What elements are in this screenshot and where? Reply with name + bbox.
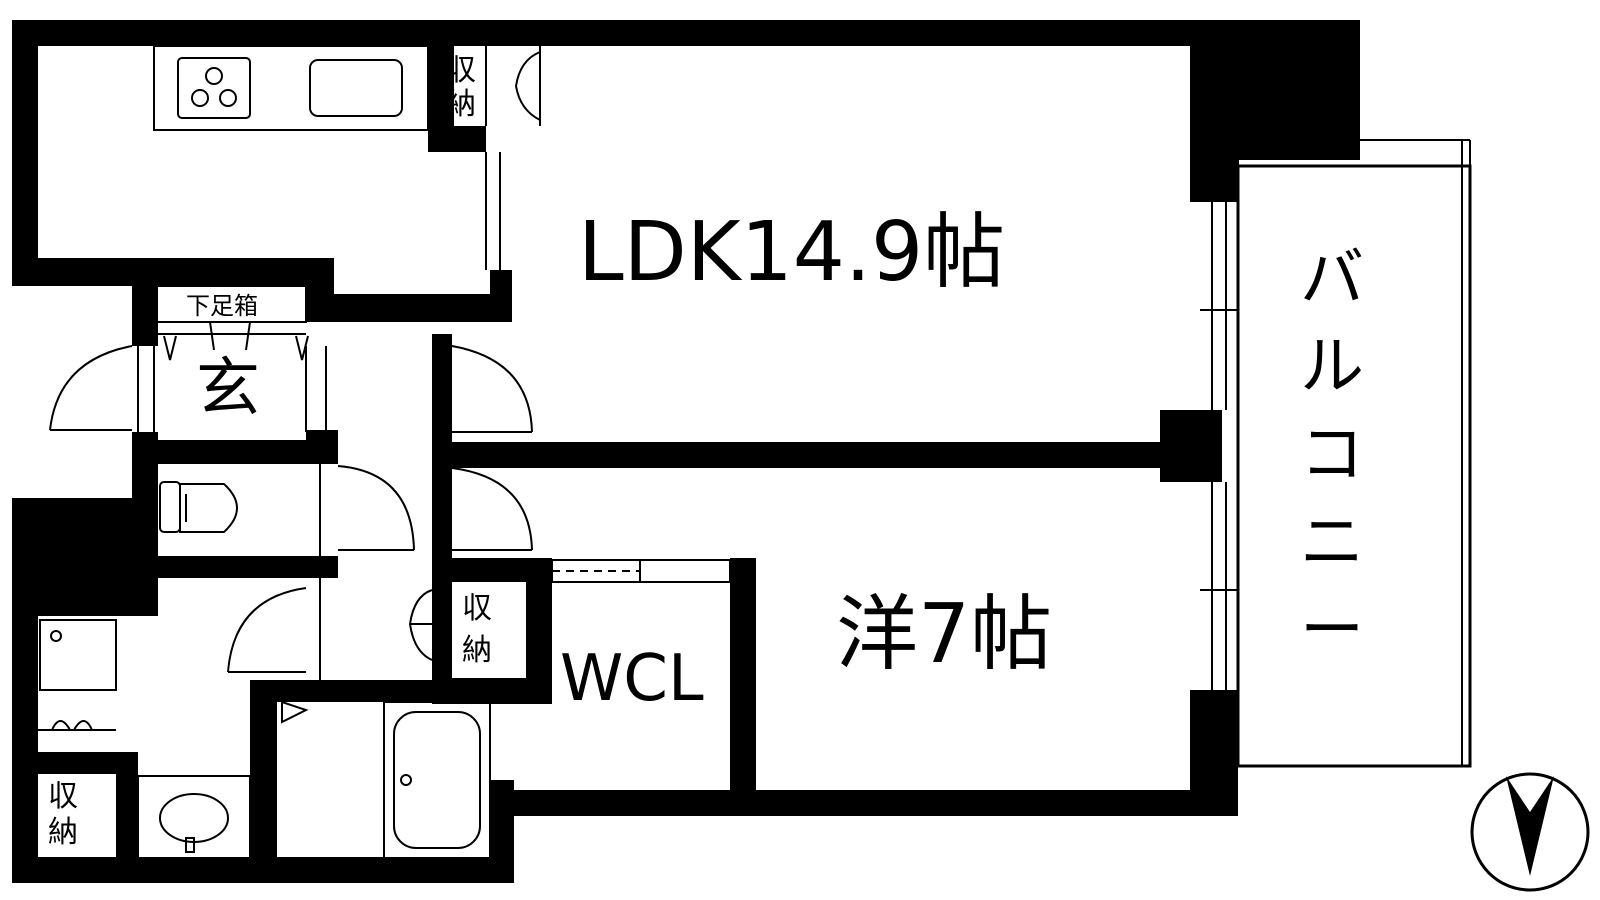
north-arrow-icon	[1470, 772, 1590, 892]
kitchen-counter	[153, 45, 429, 131]
toilet	[159, 464, 533, 556]
storage-label-corridor-1: 収	[462, 591, 492, 626]
entrance-area	[49, 285, 533, 433]
balcony-char-3: コ	[1300, 418, 1364, 492]
storage-label-wash-2: 納	[48, 815, 78, 850]
balcony-char-4: ニ	[1300, 506, 1364, 580]
storage-label-wash-1: 収	[48, 779, 78, 814]
room-label-ldk: LDK14.9帖	[578, 205, 1005, 300]
kitchen-storage-doors	[485, 46, 541, 270]
washroom	[38, 578, 321, 859]
room-label-entrance: 玄	[196, 352, 260, 426]
balcony-outline	[1200, 139, 1472, 768]
label-shoe-box: 下足箱	[186, 292, 258, 320]
balcony-char-1: バ	[1300, 242, 1364, 316]
storage-label-corridor-2: 納	[462, 633, 492, 668]
balcony-char-2: ル	[1300, 330, 1364, 404]
room-label-western: 洋7帖	[836, 587, 1052, 682]
corridor-storage-doors	[408, 589, 433, 661]
storage-label-kitchen-2: 納	[446, 87, 476, 122]
balcony-char-5: ー	[1300, 594, 1364, 668]
bathroom	[275, 700, 491, 859]
room-label-wcl: WCL	[560, 642, 704, 716]
wcl-sliding-door	[551, 559, 731, 583]
walls	[12, 20, 1360, 883]
storage-label-kitchen-1: 収	[446, 53, 476, 88]
